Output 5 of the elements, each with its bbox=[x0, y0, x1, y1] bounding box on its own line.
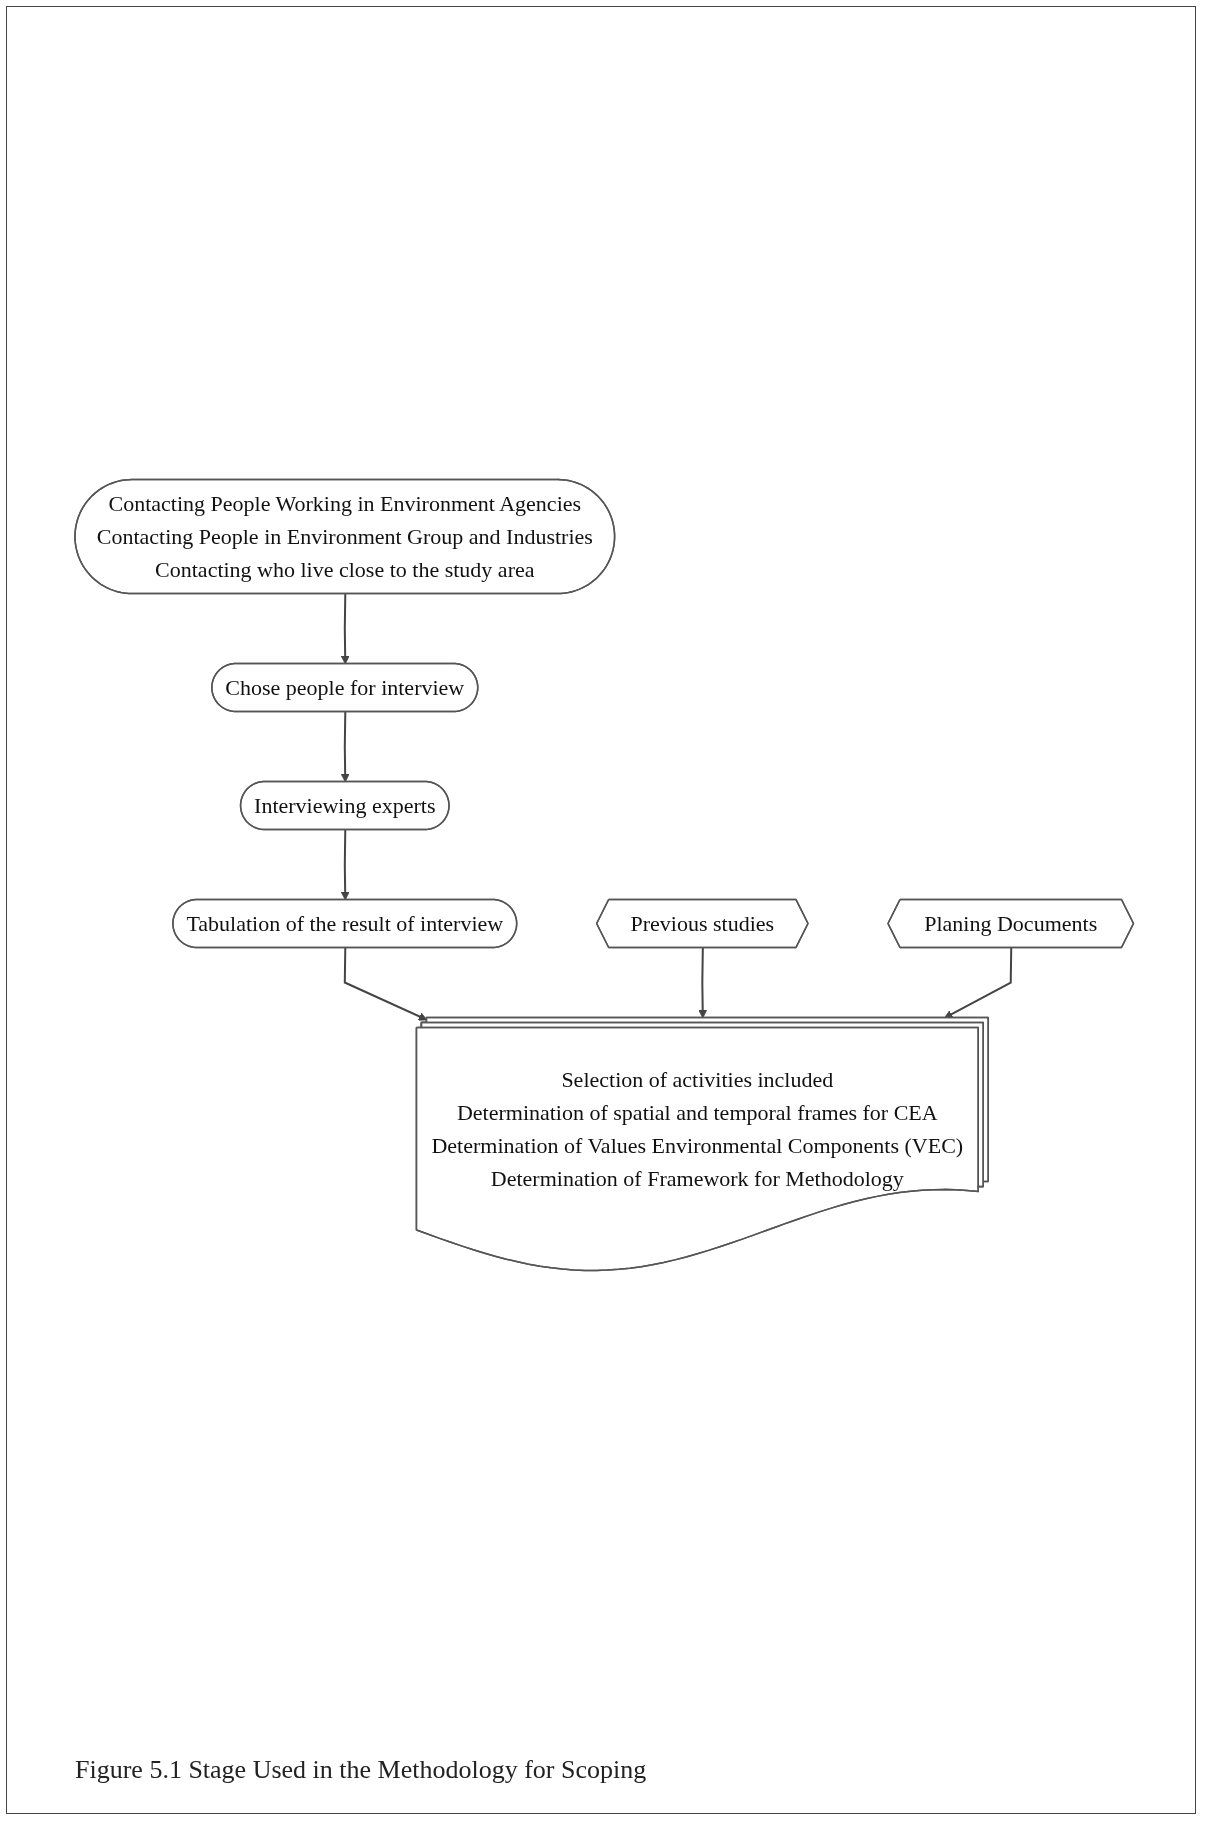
arrow bbox=[343, 947, 428, 1021]
arrow bbox=[340, 593, 350, 665]
figure-caption: Figure 5.1 Stage Used in the Methodology for Scoping bbox=[75, 1755, 647, 1785]
arrow bbox=[340, 711, 350, 783]
arrow bbox=[340, 829, 350, 901]
